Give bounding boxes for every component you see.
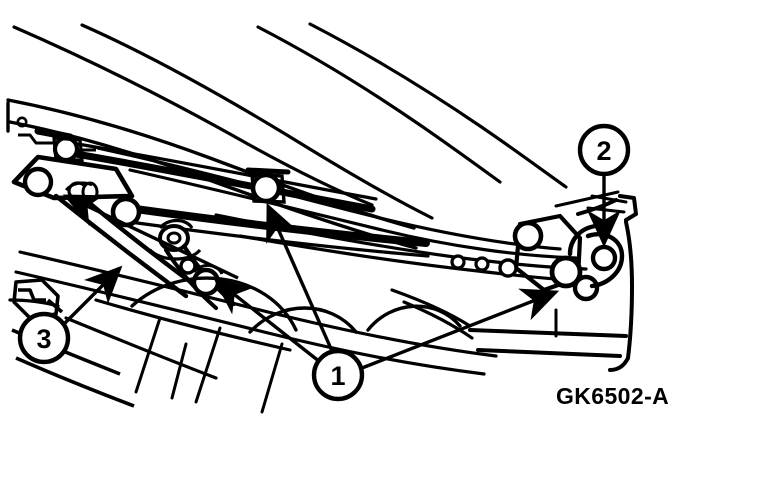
callout-3-circle[interactable]: [17, 311, 71, 365]
leader-line-1b: [266, 202, 334, 352]
callout-1-circle[interactable]: [311, 348, 365, 402]
right-pivot-joints: [450, 220, 618, 302]
callout-2[interactable]: 2: [577, 123, 631, 177]
mid-bushing-eyelet: [179, 257, 197, 275]
leader-line-1c: [361, 288, 560, 370]
leader-line-left-arm: [62, 194, 239, 280]
center-pivot-assembly: [245, 167, 291, 204]
callout-3[interactable]: 3: [17, 311, 71, 365]
upper-linkage-rod: [60, 148, 376, 213]
left-lower-edge: [8, 298, 218, 380]
callout-1[interactable]: 1: [311, 348, 365, 402]
left-pivot-boss: [22, 166, 54, 198]
callout-2-label: 2: [596, 136, 611, 166]
leader-line-3: [60, 265, 123, 328]
callout-1-label: 1: [330, 361, 345, 391]
plenum-ribs: [134, 316, 284, 414]
upper-linkage-rod-edge: [64, 140, 378, 201]
callout-2-circle[interactable]: [577, 123, 631, 177]
callout-3-label: 3: [36, 324, 51, 354]
windshield-sweep-lines: [12, 22, 568, 220]
left-linkage-arm: [11, 154, 135, 201]
upper-left-pivot: [52, 135, 84, 163]
figure-code-label: GK6502-A: [556, 383, 669, 409]
leader-line-1a: [213, 277, 322, 364]
